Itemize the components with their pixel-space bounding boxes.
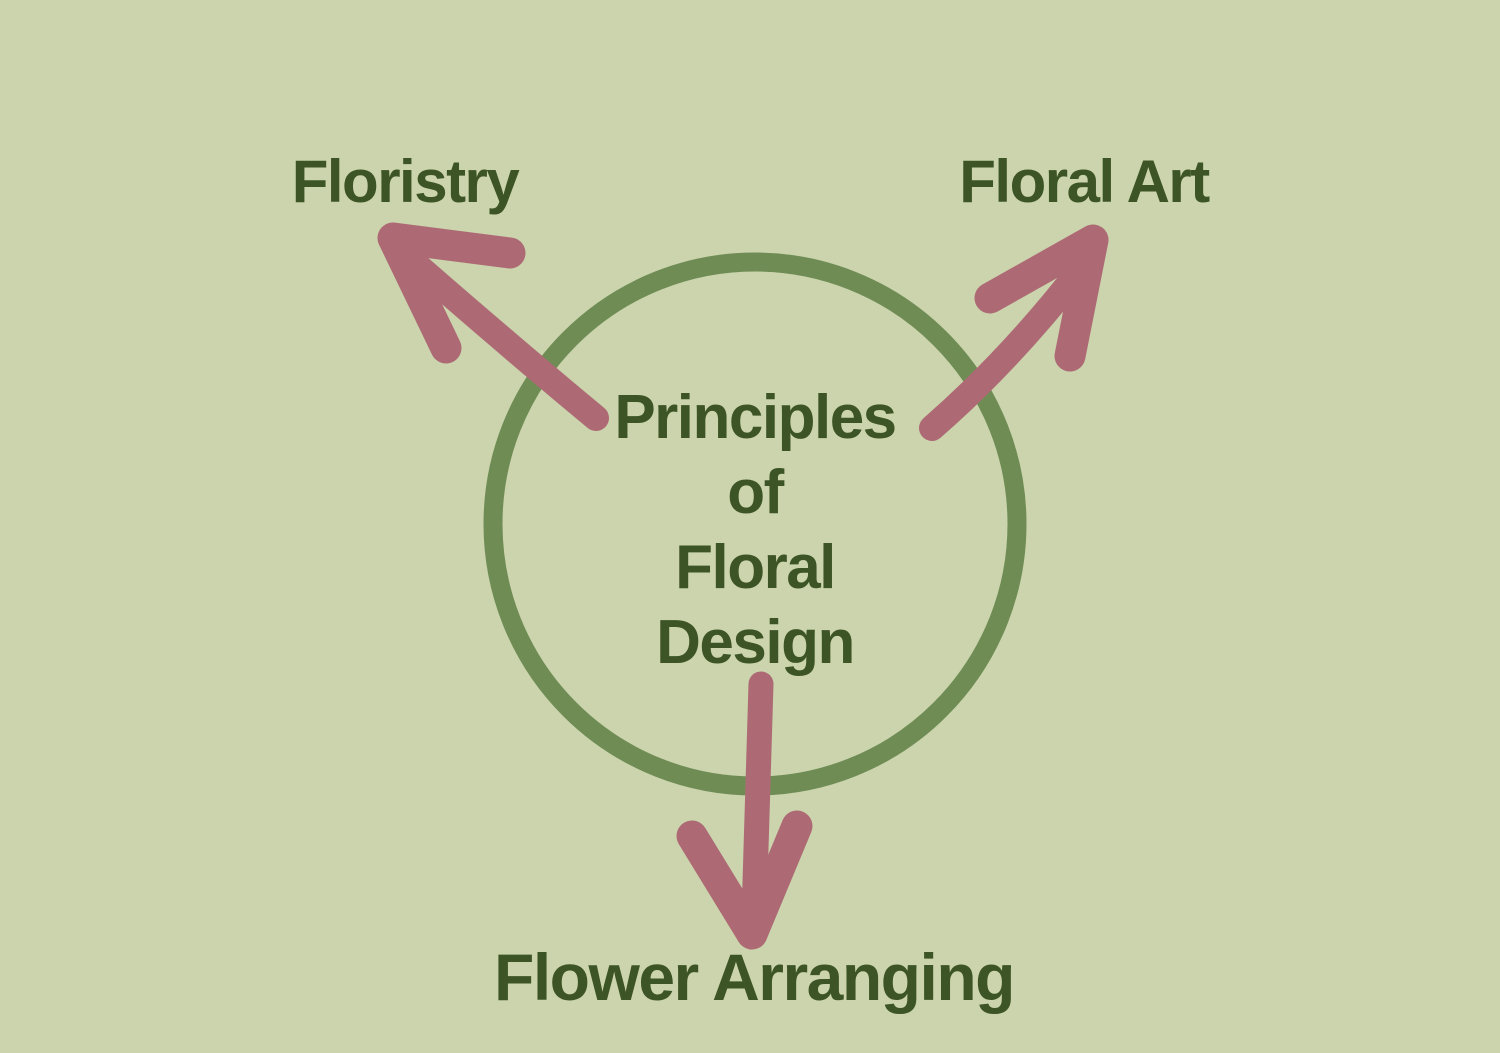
arrow-floristry-head: [377, 222, 526, 364]
circle-label-line-1: Principles: [614, 383, 897, 452]
branch-label-floral-art: Floral Art: [959, 148, 1210, 215]
arrow-floristry-icon: [377, 222, 609, 431]
arrow-floral-art-shaft: [919, 257, 1093, 441]
circle-label-line-2: of: [727, 458, 784, 527]
circle-label-line-4: Design: [656, 608, 855, 677]
arrow-flower-arranging-head: [676, 810, 813, 950]
branch-label-flower-arranging: Flower Arranging: [494, 940, 1015, 1014]
circle-label-line-3: Floral: [675, 533, 836, 602]
arrow-floristry-shaft: [407, 255, 609, 431]
circle-label: Principles of Floral Design: [405, 380, 1105, 680]
arrow-flower-arranging-shaft: [741, 671, 774, 928]
arrow-flower-arranging-icon: [676, 671, 813, 950]
branch-label-floristry: Floristry: [291, 148, 520, 215]
arrow-floral-art-head: [974, 224, 1109, 372]
arrow-floral-art-icon: [919, 224, 1109, 441]
